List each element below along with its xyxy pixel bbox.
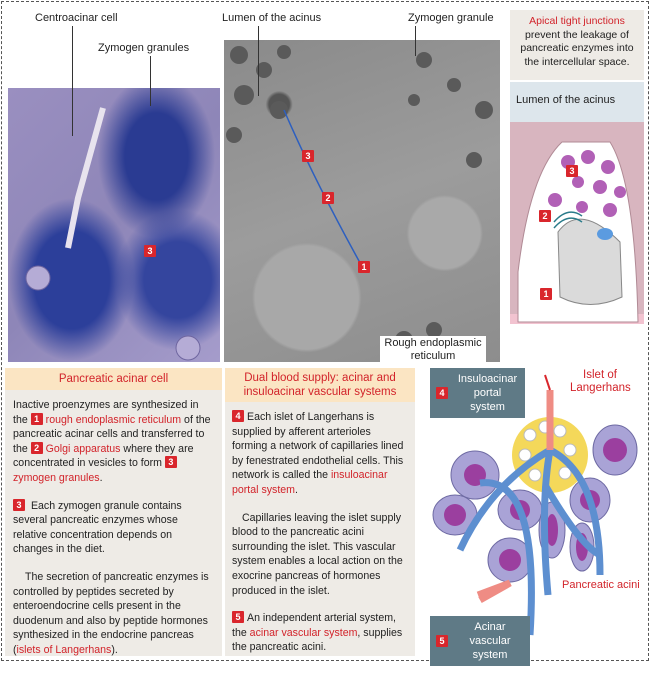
tight-junction-callout: Apical tight junctions prevent the leaka… (510, 10, 644, 80)
acinar-paragraph-1: Inactive proenzymes are synthesized in t… (13, 399, 211, 484)
blood-supply-textbox: Dual blood supply: acinar and insuloacin… (225, 368, 415, 656)
label-centroacinar-cell: Centroacinar cell (35, 12, 118, 24)
histology-overlay (25, 107, 201, 361)
badge-3: 3 (302, 150, 314, 162)
label-lumen-em: Lumen of the acinus (222, 12, 322, 24)
badge-2: 2 (539, 210, 551, 222)
blood-paragraph-2: Capillaries leaving the islet supply blo… (232, 511, 403, 597)
label-rough-er: Rough endoplasmic reticulum (380, 336, 486, 364)
blood-supply-title: Dual blood supply: acinar and insuloacin… (225, 368, 415, 402)
acinar-paragraph-2: 3 Each zymogen granule contains several … (13, 498, 182, 556)
label-lumen-diagram: Lumen of the acinus (516, 94, 616, 106)
label-zymogen-granule: Zymogen granule (408, 12, 494, 24)
badge-3: 3 (144, 245, 156, 257)
label-islet: Islet of Langerhans (570, 369, 631, 394)
figure-frame (1, 1, 649, 661)
acinar-cell-title: Pancreatic acinar cell (5, 368, 222, 390)
acinar-cell-diagram (510, 82, 644, 324)
label-zymogen-granules: Zymogen granules (98, 42, 190, 54)
badge-2: 2 (322, 192, 334, 204)
badge-1: 1 (358, 261, 370, 273)
acinar-cell-textbox: Pancreatic acinar cell Inactive proenzym… (5, 368, 222, 656)
histology-micrograph (8, 88, 220, 362)
label-pancreatic-acini: Pancreatic acini (562, 579, 640, 591)
badge-1: 1 (540, 288, 552, 300)
vascular-diagram (432, 374, 638, 636)
badge-3: 3 (566, 165, 578, 177)
electron-micrograph (224, 40, 500, 362)
em-overlay (226, 45, 493, 352)
acinar-paragraph-3: The secretion of pancreatic enzymes is c… (13, 570, 209, 656)
